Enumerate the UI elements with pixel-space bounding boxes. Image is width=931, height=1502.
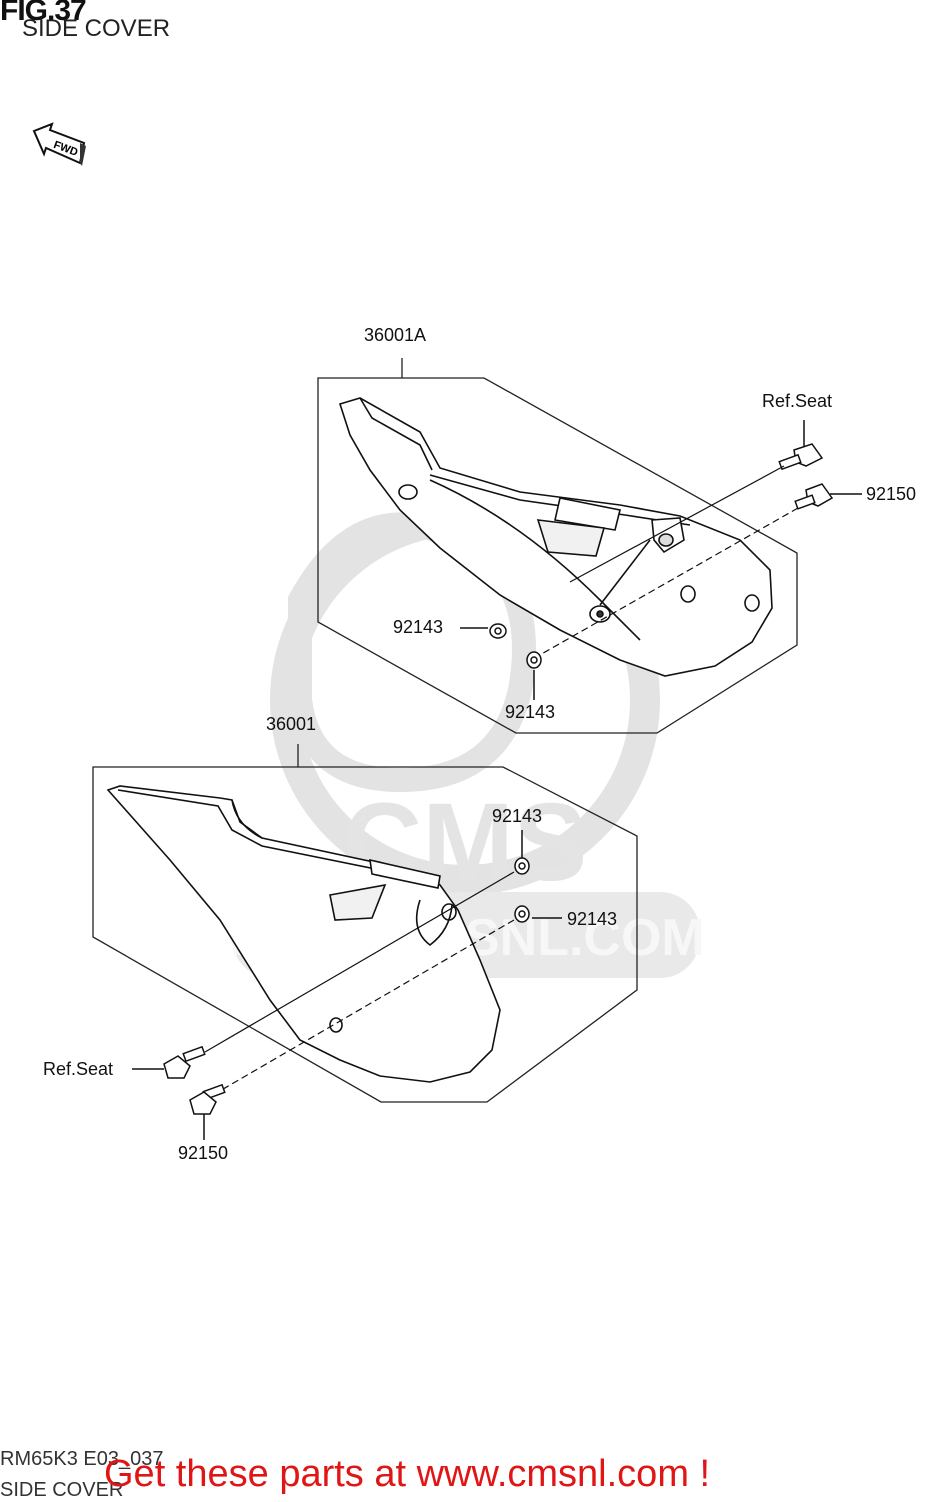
- top-washer-bottom: [526, 651, 542, 700]
- forward-arrow-icon: FWD: [32, 122, 86, 166]
- bottom-bolt-92150: [189, 1083, 226, 1140]
- figure-title: FIG.37: [0, 0, 87, 27]
- side-cover-36001a: [338, 397, 773, 677]
- top-cover-frame: [317, 377, 798, 734]
- top-bolt-92150: [537, 483, 862, 657]
- figure-subtitle: SIDE COVER: [22, 15, 171, 42]
- callout-bottom-92143-top: 92143: [492, 806, 543, 826]
- callout-bottom-ref-seat: Ref.Seat: [43, 1059, 114, 1079]
- promo-link[interactable]: Get these parts at www.cmsnl.com !: [104, 1453, 711, 1495]
- bottom-bolt-ref-seat: [132, 1045, 206, 1079]
- callout-36001: 36001: [266, 714, 317, 734]
- footer-code: RM65K3 E03_037: [0, 1448, 164, 1470]
- side-cover-36001: [106, 785, 501, 1083]
- top-washer-left: [460, 623, 507, 639]
- callout-top-92143-left: 92143: [393, 617, 444, 637]
- bottom-washer-top: [204, 830, 530, 1053]
- bottom-cover-frame: [92, 766, 638, 1103]
- callout-top-ref-seat: Ref.Seat: [762, 391, 833, 411]
- callout-bottom-92150: 92150: [178, 1143, 229, 1163]
- callout-top-92143-bottom: 92143: [505, 702, 556, 722]
- callout-36001a: 36001A: [364, 325, 427, 345]
- callout-top-92150: 92150: [866, 484, 917, 504]
- top-bolt-ref-seat: [569, 420, 824, 583]
- callout-bottom-92143-right: 92143: [567, 909, 618, 929]
- bottom-washer-right: [217, 905, 562, 1093]
- footer-subtitle: SIDE COVER: [0, 1479, 124, 1501]
